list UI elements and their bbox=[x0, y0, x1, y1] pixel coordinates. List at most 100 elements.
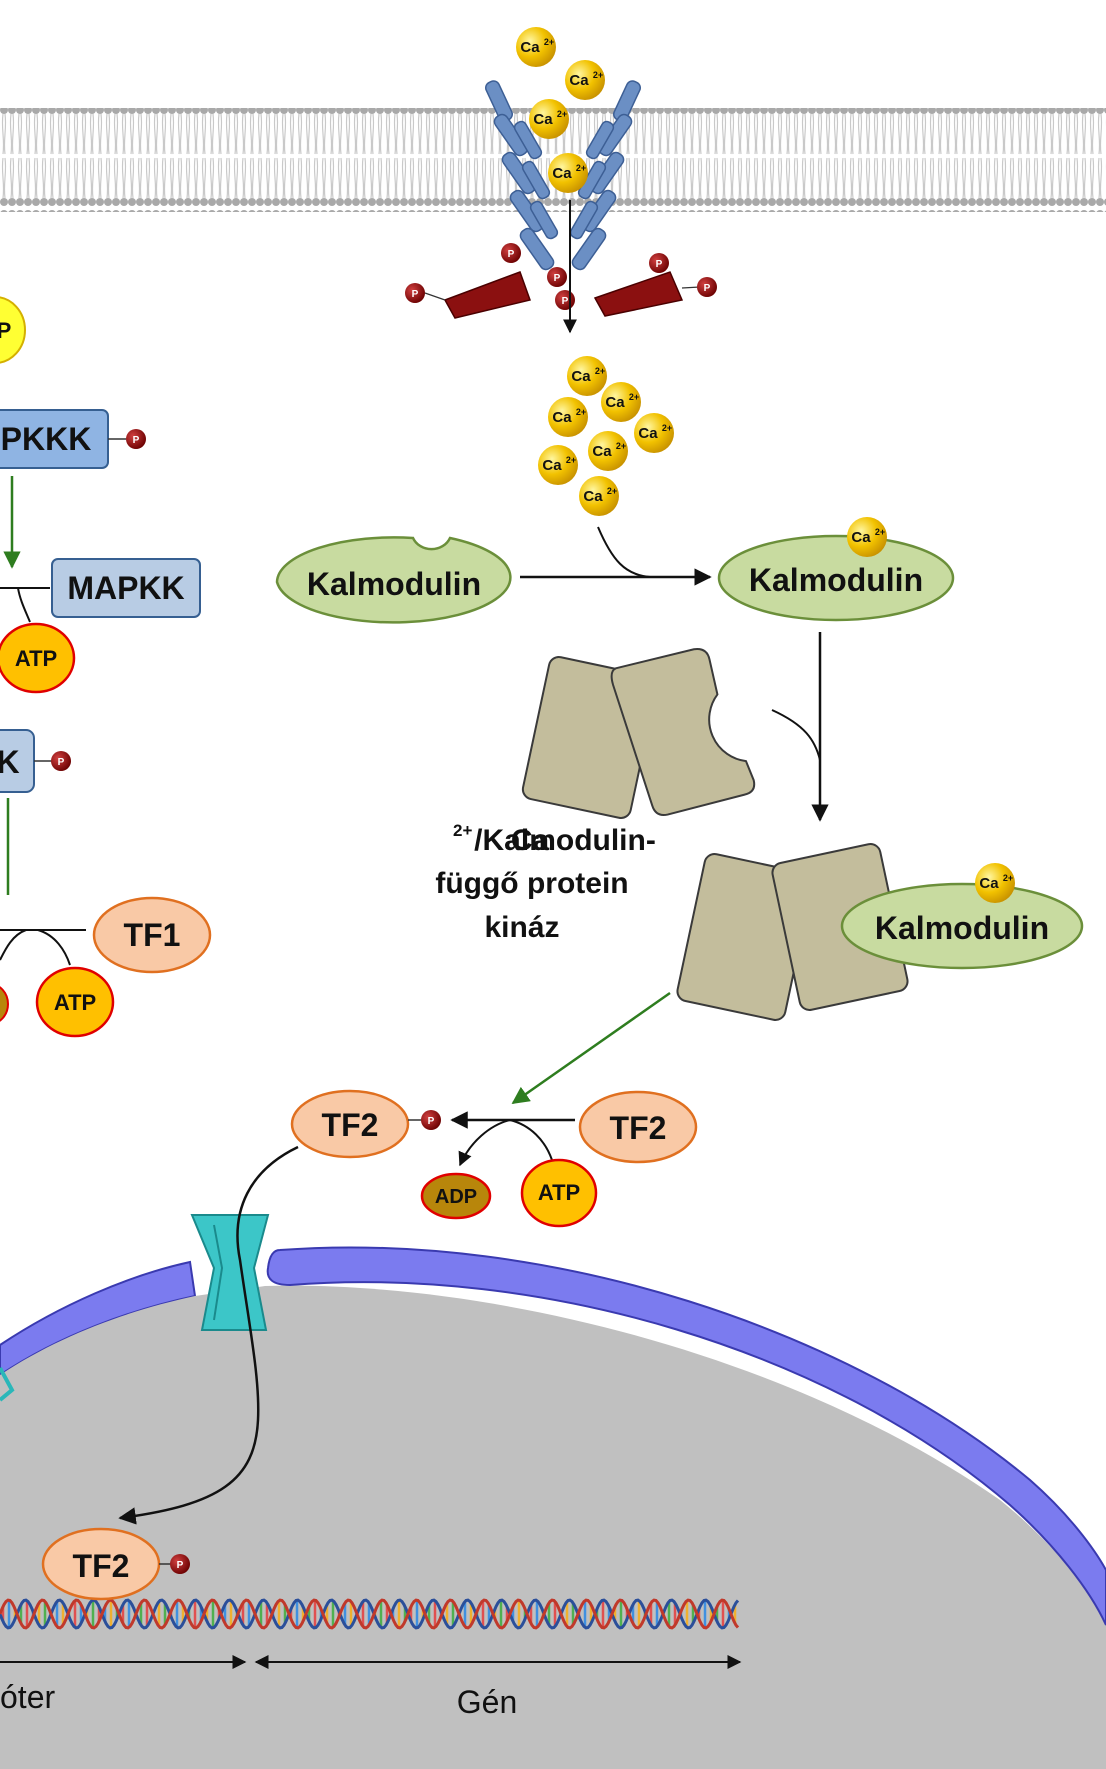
svg-text:Kalmodulin: Kalmodulin bbox=[875, 910, 1049, 946]
svg-text:P: P bbox=[428, 1116, 435, 1127]
tf2-nuclear: TF2 P bbox=[41, 1527, 190, 1601]
nuclear-import-arrow bbox=[118, 1145, 299, 1525]
mapkk-box: MAPKK bbox=[51, 558, 201, 618]
calcium-ion-icon: Ca 2+ bbox=[847, 517, 887, 557]
svg-text:ATP: ATP bbox=[15, 646, 57, 671]
phosphate-icon: P bbox=[501, 243, 521, 263]
svg-text:2+: 2+ bbox=[566, 455, 576, 465]
svg-text:2+: 2+ bbox=[576, 163, 586, 173]
svg-text:P: P bbox=[554, 273, 561, 284]
calcium-ion-icon: Ca 2+ bbox=[529, 99, 569, 139]
dna-strand bbox=[0, 1598, 740, 1630]
svg-text:TF2: TF2 bbox=[322, 1107, 379, 1143]
svg-text:kináz: kináz bbox=[484, 911, 559, 944]
svg-text:2+: 2+ bbox=[607, 486, 617, 496]
svg-text:2+: 2+ bbox=[595, 366, 605, 376]
calcium-ion-icon: Ca 2+ bbox=[548, 397, 588, 437]
phosphate-icon: P bbox=[405, 283, 425, 303]
channel-phosphates: P P P P P P bbox=[405, 243, 717, 310]
svg-text:TF1: TF1 bbox=[124, 917, 181, 953]
svg-text:2+: 2+ bbox=[544, 37, 554, 47]
phosphate-icon: P bbox=[51, 751, 71, 771]
svg-text:Ca: Ca bbox=[851, 529, 871, 546]
svg-text:2+: 2+ bbox=[616, 441, 626, 451]
svg-text:MAPKK: MAPKK bbox=[67, 570, 184, 606]
phosphate-icon: P bbox=[170, 1554, 190, 1574]
calmodulin-bound: Kalmodulin Ca 2+ bbox=[717, 517, 955, 622]
phosphate-icon: P bbox=[126, 429, 146, 449]
calcium-ion-icon: Ca 2+ bbox=[579, 476, 619, 516]
mapk-cascade: P PKKK P MAPKK ATP K P bbox=[0, 296, 212, 1038]
calmodulin-empty: Kalmodulin bbox=[275, 536, 512, 624]
gene-label: Gén bbox=[457, 1684, 517, 1720]
svg-text:Kalmodulin: Kalmodulin bbox=[307, 566, 481, 602]
svg-text:függő protein: függő protein bbox=[435, 867, 628, 900]
svg-text:ATP: ATP bbox=[538, 1180, 580, 1205]
svg-text:Ca: Ca bbox=[605, 394, 625, 411]
svg-text:Ca: Ca bbox=[552, 409, 572, 426]
svg-text:P: P bbox=[133, 435, 140, 446]
svg-text:2+: 2+ bbox=[593, 70, 603, 80]
svg-text:P: P bbox=[508, 249, 515, 260]
calcium-channel bbox=[485, 80, 641, 271]
svg-text:TF2: TF2 bbox=[610, 1110, 667, 1146]
svg-text:Ca: Ca bbox=[552, 165, 572, 182]
camk-label: Ca 2+ /Kalmodulin- függő protein kináz bbox=[435, 821, 655, 944]
svg-text:2+: 2+ bbox=[875, 527, 885, 537]
nuclear-pore bbox=[190, 1214, 270, 1331]
svg-text:Ca: Ca bbox=[592, 443, 612, 460]
svg-text:2+: 2+ bbox=[453, 821, 472, 840]
mapk-box: K P bbox=[0, 729, 71, 793]
svg-text:PKKK: PKKK bbox=[1, 421, 92, 457]
svg-text:2+: 2+ bbox=[557, 109, 567, 119]
svg-text:2+: 2+ bbox=[576, 407, 586, 417]
svg-text:Ca: Ca bbox=[511, 824, 550, 857]
dna-strand bbox=[0, 1598, 740, 1630]
svg-text:Ca: Ca bbox=[533, 111, 553, 128]
calcium-ion-icon: Ca 2+ bbox=[565, 60, 605, 100]
mapkkk-box: PKKK P bbox=[0, 409, 146, 469]
atp-circle: ATP bbox=[35, 966, 115, 1038]
channel-regulatory-domains bbox=[424, 271, 701, 319]
svg-text:2+: 2+ bbox=[629, 392, 639, 402]
svg-text:P: P bbox=[177, 1560, 184, 1571]
tf1-oval: TF1 bbox=[92, 896, 212, 974]
svg-text:P: P bbox=[412, 289, 419, 300]
svg-text:Ca: Ca bbox=[583, 488, 603, 505]
svg-text:Ca: Ca bbox=[542, 457, 562, 474]
phosphate-icon: P bbox=[547, 267, 567, 287]
phosphate-icon: P bbox=[649, 253, 669, 273]
promoter-label: óter bbox=[0, 1679, 55, 1715]
calcium-ion-icon: Ca 2+ bbox=[538, 445, 578, 485]
camk-inactive bbox=[521, 648, 756, 819]
phosphate-icon: P bbox=[697, 277, 717, 297]
calcium-ion-icon: Ca 2+ bbox=[516, 27, 556, 67]
svg-text:Kalmodulin: Kalmodulin bbox=[749, 562, 923, 598]
svg-text:Ca: Ca bbox=[520, 39, 540, 56]
svg-text:P: P bbox=[58, 757, 65, 768]
tf2-unphosphorylated: TF2 bbox=[578, 1090, 698, 1164]
svg-text:P: P bbox=[562, 296, 569, 307]
svg-text:P: P bbox=[656, 259, 663, 270]
svg-text:ATP: ATP bbox=[54, 990, 96, 1015]
svg-text:TF2: TF2 bbox=[73, 1548, 130, 1584]
svg-text:Ca: Ca bbox=[638, 425, 658, 442]
dna-helix bbox=[0, 1598, 740, 1630]
calcium-ion-icon: Ca 2+ bbox=[567, 356, 607, 396]
calcium-ion-icon: Ca 2+ bbox=[588, 431, 628, 471]
adp-circle: ADP bbox=[420, 1172, 492, 1220]
atp-circle: ATP bbox=[520, 1158, 598, 1228]
atp-circle: ATP bbox=[0, 622, 76, 694]
svg-text:P: P bbox=[0, 318, 11, 343]
svg-text:Ca: Ca bbox=[571, 368, 591, 385]
svg-text:Ca: Ca bbox=[569, 72, 589, 89]
tf2-phosphorylated: TF2 P bbox=[290, 1089, 441, 1159]
calcium-ion-icon: Ca 2+ bbox=[601, 382, 641, 422]
green-activation-arrow bbox=[511, 991, 671, 1105]
phosphate-icon: P bbox=[421, 1110, 441, 1130]
svg-text:ADP: ADP bbox=[435, 1186, 477, 1208]
